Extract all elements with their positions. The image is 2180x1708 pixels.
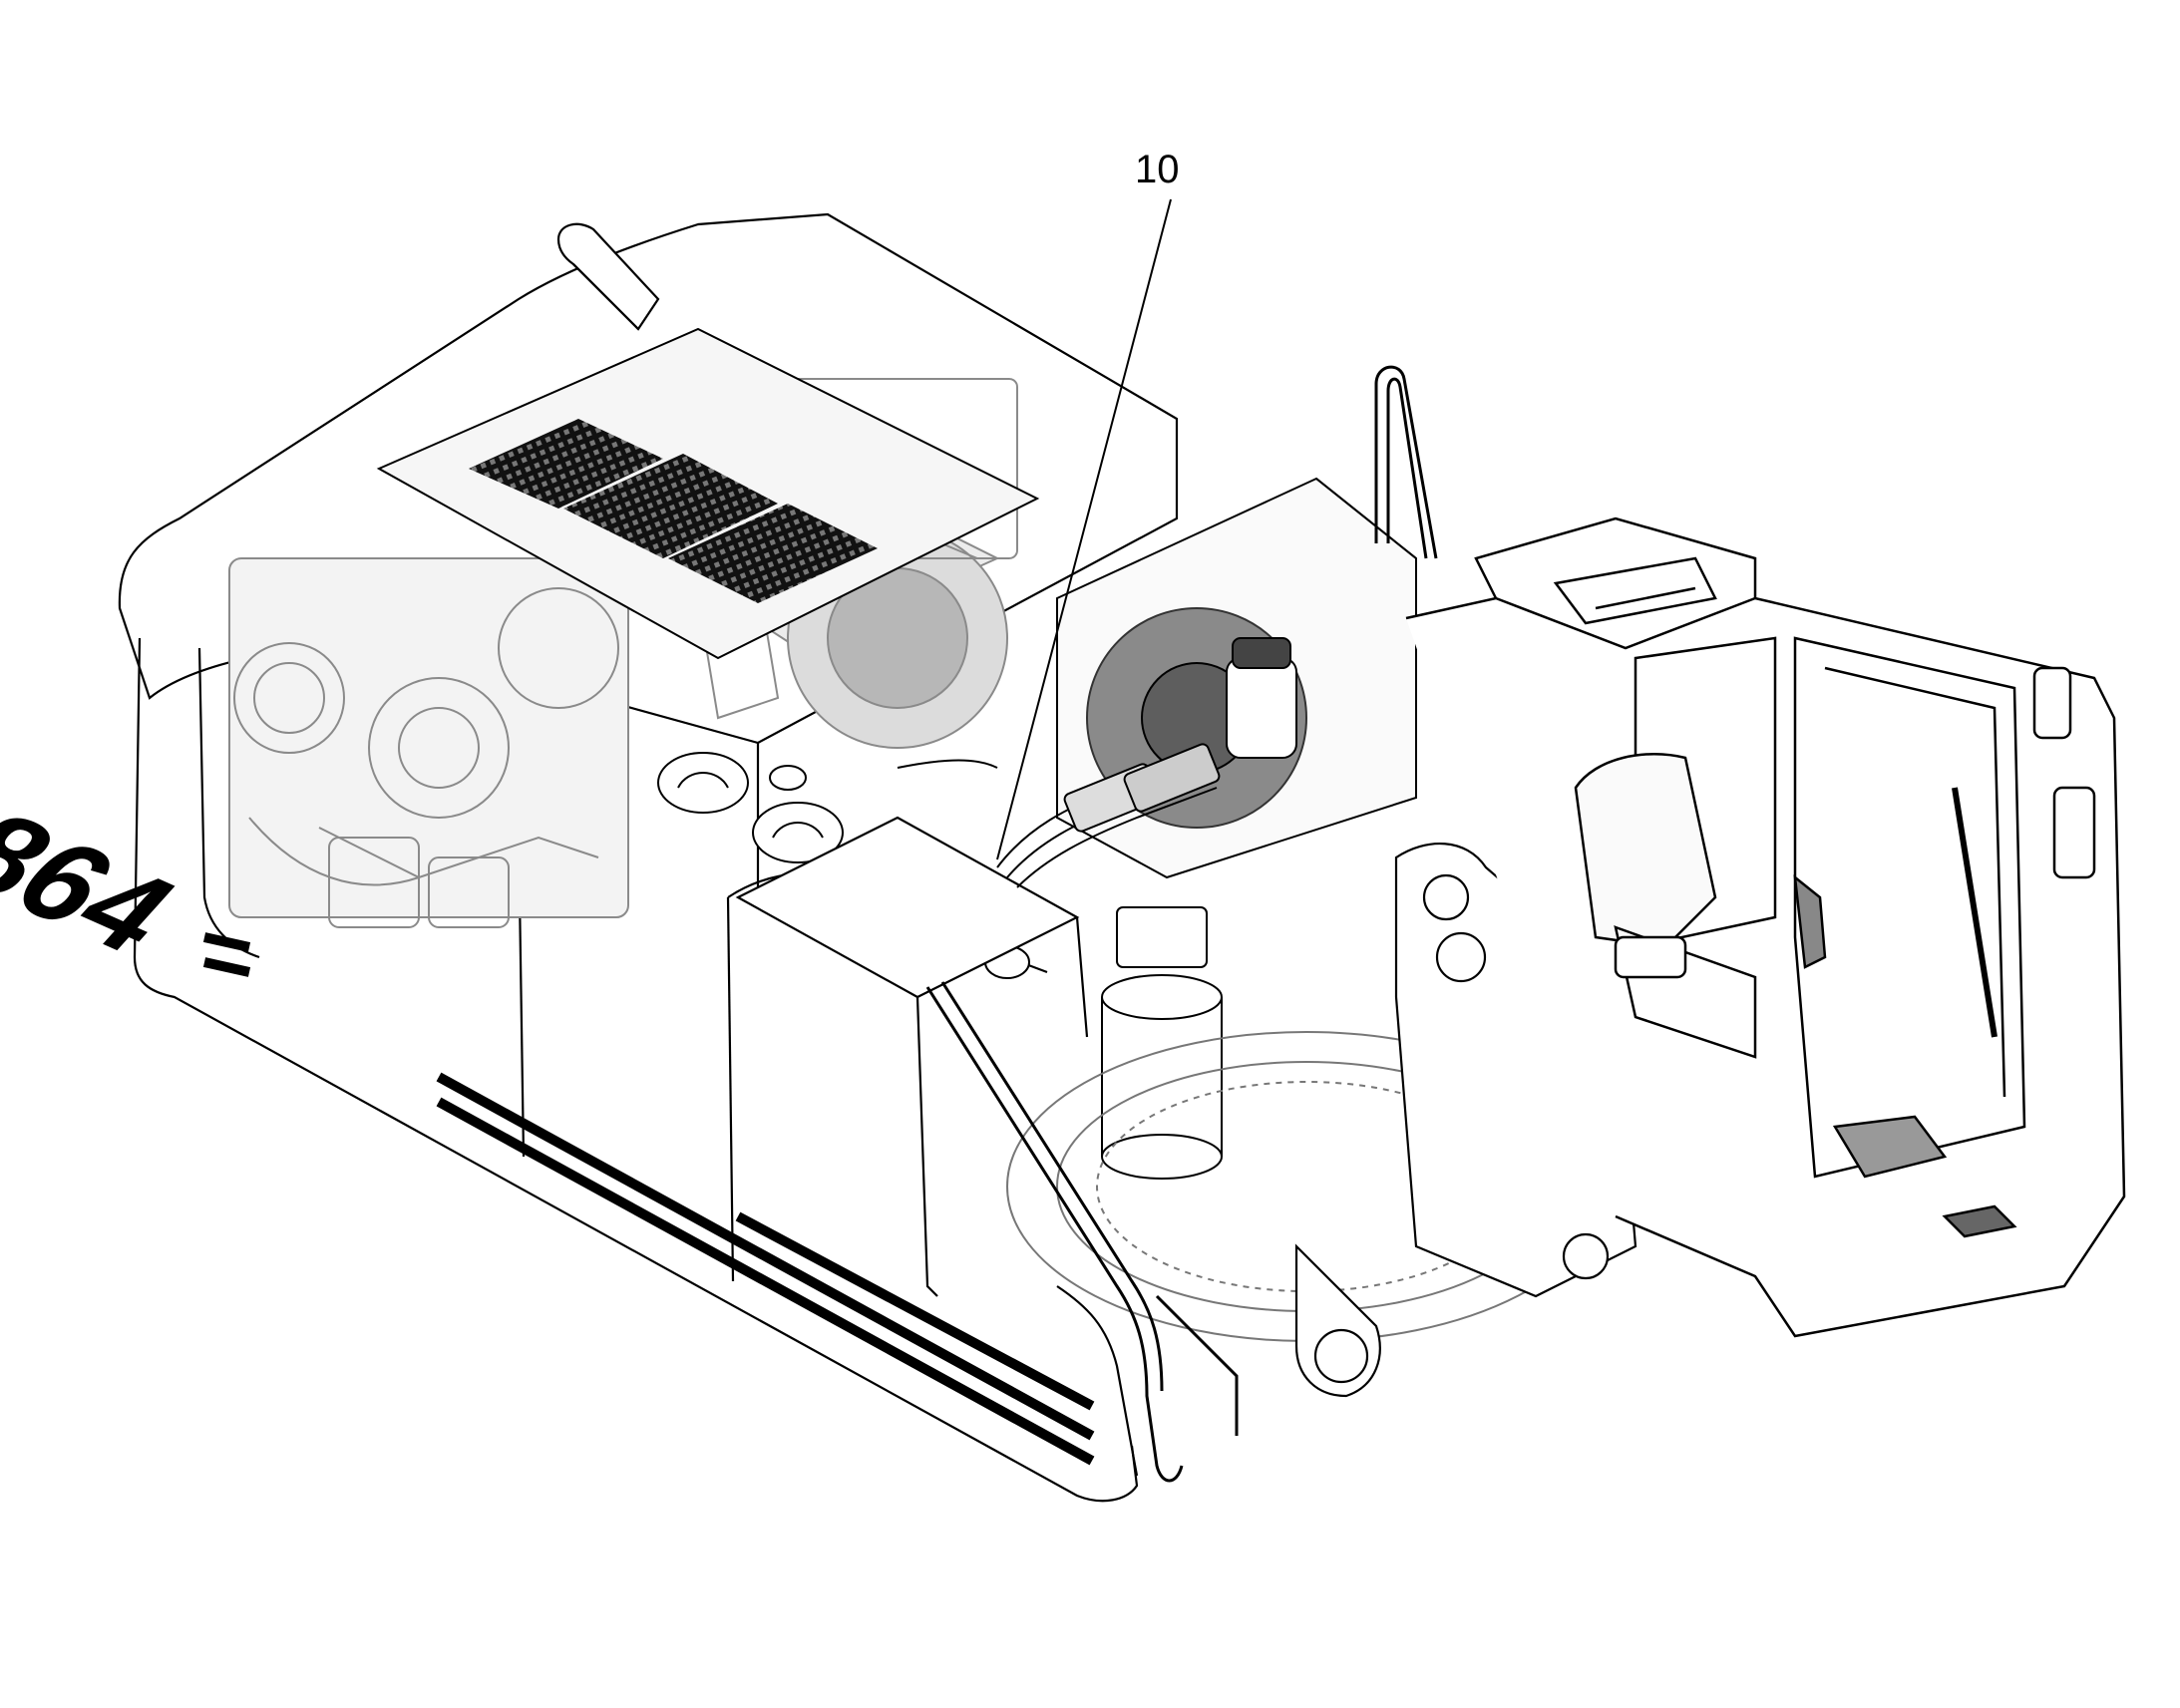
callout-leader-line bbox=[996, 198, 1172, 860]
control-valve-bundle bbox=[897, 743, 1221, 888]
handrail bbox=[1374, 365, 1438, 559]
model-number-decal: 864 bbox=[0, 791, 251, 977]
model-number-text: 864 bbox=[0, 791, 203, 976]
front-guard-rail bbox=[925, 981, 1239, 1483]
hydraulic-tank bbox=[735, 816, 1089, 1297]
exhaust-stack bbox=[556, 222, 660, 331]
engine-hood-panel bbox=[376, 327, 1040, 660]
operator-cab bbox=[1405, 516, 2126, 1338]
callout-number-label: 10 bbox=[1135, 148, 1180, 191]
callout-10 bbox=[996, 198, 1172, 860]
side-stripe-decals bbox=[436, 1072, 1095, 1466]
swivel-joint bbox=[1101, 906, 1223, 1180]
